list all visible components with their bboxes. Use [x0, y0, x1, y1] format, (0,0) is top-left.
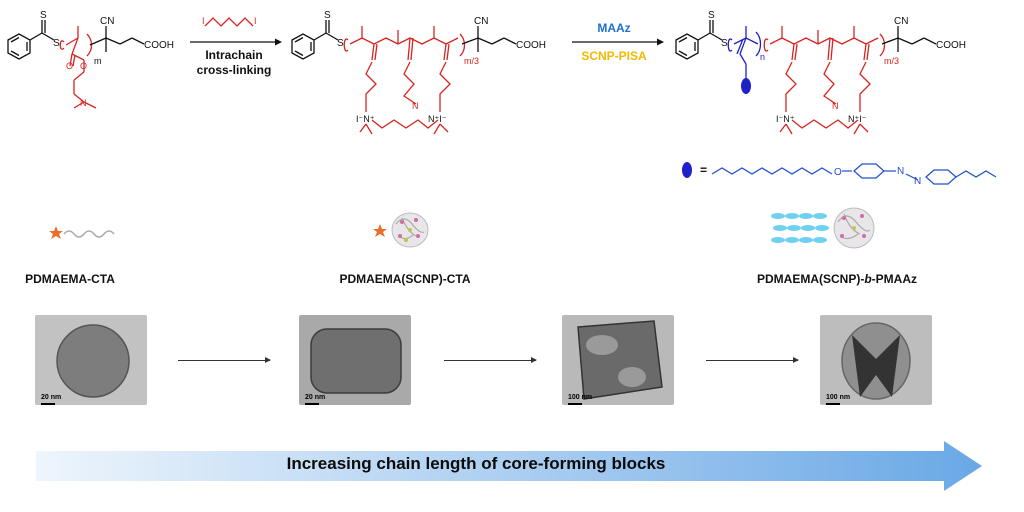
azo-side-chain-symbol	[741, 78, 751, 94]
equals-sign: =	[700, 163, 707, 177]
tem-image-capsule: 100 nm	[820, 315, 932, 405]
atom-s-label: S	[721, 38, 728, 49]
reaction-scheme: S S CN COOH m O O N I I Intrachain cross…	[7, 10, 997, 187]
iodide-ammonium-label: I⁻N⁺	[356, 114, 375, 124]
reagent-label: cross-linking	[197, 63, 272, 77]
ether-o-label: O	[834, 167, 842, 178]
reagent-label: Intrachain	[205, 48, 262, 62]
block-copolymer-structure	[675, 20, 937, 135]
chain-length-arrow	[36, 441, 982, 491]
scale-bar-label: 20 nm	[305, 394, 326, 405]
cn-label: CN	[894, 16, 908, 27]
cooh-label: COOH	[936, 40, 966, 51]
iodide-ammonium-label: I⁻N⁺	[776, 114, 795, 124]
atom-o-label: O	[66, 61, 73, 71]
pdmaema-cta-structure	[7, 20, 145, 109]
tem-image-rectangle: 20 nm	[299, 315, 411, 405]
progress-arrow	[178, 357, 271, 363]
label-part: PDMAEMA(SCNP)-	[757, 272, 865, 286]
pdmaema-cta-atom-labels: S S CN COOH m O O N	[40, 10, 174, 108]
subscript-m3: m/3	[464, 56, 479, 66]
cn-label: CN	[100, 16, 114, 27]
scale-bar-label: 20 nm	[41, 394, 62, 405]
cn-label: CN	[474, 16, 488, 27]
ammonium-iodide-label: N⁺I⁻	[428, 114, 447, 124]
tem-image-lamellar: 100 nm	[562, 315, 674, 405]
atom-s-label: S	[337, 38, 344, 49]
label-part-italic: b	[864, 272, 872, 286]
monomer-label: MAAz	[597, 21, 630, 35]
cooh-label: COOH	[144, 40, 174, 51]
atom-s-label: S	[708, 10, 715, 21]
scnp-cta-structure	[291, 20, 517, 135]
diiodobutane-structure	[204, 17, 254, 27]
tem-image-sphere: 20 nm	[35, 315, 147, 405]
block-copolymer-cartoon	[771, 207, 875, 249]
chain-length-text: Increasing chain length of core-forming …	[286, 454, 666, 473]
pisa-arrow: MAAz SCNP-PISA	[572, 21, 664, 63]
subscript-m: m	[94, 56, 102, 66]
azo-n-label: N	[897, 166, 904, 177]
azo-mesogen-legend: = O N N	[682, 162, 997, 187]
scnp-cartoon	[373, 212, 429, 248]
svg-text:I: I	[254, 16, 257, 26]
cooh-label: COOH	[516, 40, 546, 51]
subscript-n: n	[760, 52, 765, 62]
svg-text:I: I	[202, 16, 205, 26]
block-copolymer-atom-labels: S S CN COOH n m/3 I⁻N⁺ N⁺I⁻ N	[708, 10, 966, 124]
atom-n-label: N	[80, 98, 87, 108]
progress-arrow	[706, 357, 799, 363]
cta-chain-cartoon	[49, 226, 115, 239]
atom-o-label: O	[80, 61, 87, 71]
azo-n-label: N	[914, 176, 921, 187]
progress-arrow	[444, 357, 537, 363]
atom-s-label: S	[53, 38, 60, 49]
atom-s-label: S	[324, 10, 331, 21]
cta-label: PDMAEMA-CTA	[25, 272, 115, 286]
label-part: -PMAAz	[871, 272, 917, 286]
subscript-m3: m/3	[884, 56, 899, 66]
crosslink-arrow: I I Intrachain cross-linking	[190, 16, 282, 77]
block-copolymer-label: PDMAEMA(SCNP)-b-PMAAz	[722, 272, 952, 286]
atom-n-label: N	[412, 101, 419, 111]
atom-s-label: S	[40, 10, 47, 21]
scnp-cta-atom-labels: S S CN COOH m/3 I⁻N⁺ N⁺I⁻ N	[324, 10, 546, 124]
method-label: SCNP-PISA	[581, 49, 647, 63]
ammonium-iodide-label: N⁺I⁻	[848, 114, 867, 124]
scnp-cta-label: PDMAEMA(SCNP)-CTA	[339, 272, 471, 286]
atom-n-label: N	[832, 101, 839, 111]
scale-bar-label: 100 nm	[568, 394, 593, 405]
scale-bar-label: 100 nm	[826, 394, 851, 405]
